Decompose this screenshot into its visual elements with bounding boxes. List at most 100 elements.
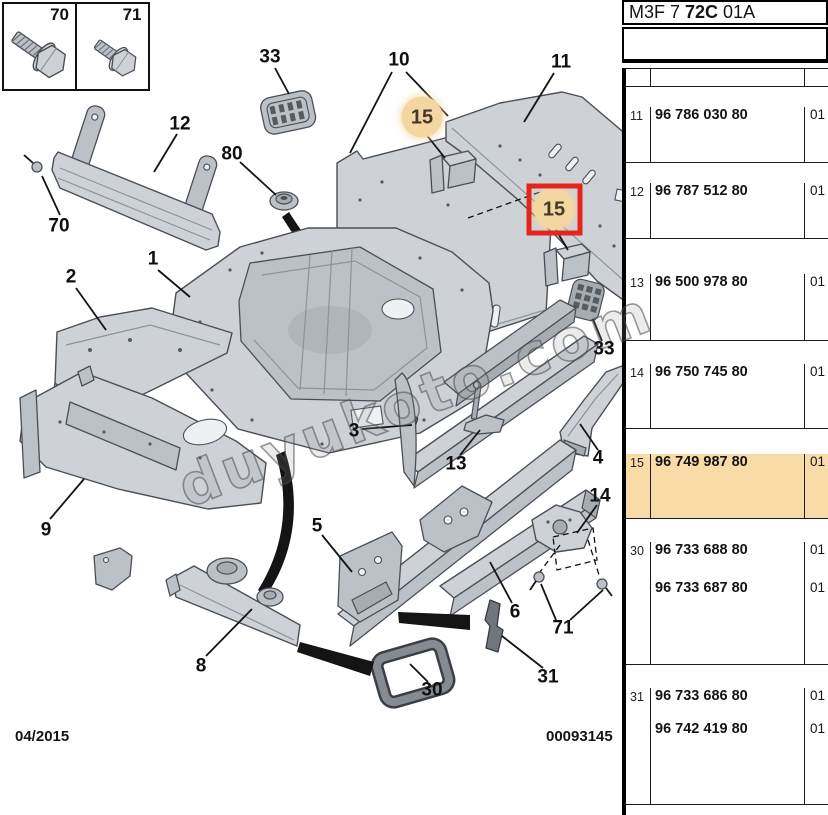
callout-33-top: 33 <box>259 46 281 68</box>
part-30-support-frame <box>370 637 456 709</box>
part-70-bolt-small <box>23 154 43 173</box>
part-line: 96 733 686 80 01 <box>626 688 828 704</box>
legend-label-71: 71 <box>122 5 142 24</box>
date-stamp: 04/2015 <box>15 728 70 745</box>
callout-11: 11 <box>550 51 572 73</box>
part-number[interactable]: 96 749 987 80 <box>655 454 748 470</box>
bolt-71-icon <box>93 39 136 77</box>
part-9-front-panel <box>19 365 267 510</box>
part-33-grommet-top <box>260 90 317 135</box>
callout-5: 5 <box>311 515 323 537</box>
callout-3: 3 <box>348 420 360 442</box>
row-lines: 96 733 688 80 01 96 733 687 80 01 <box>626 542 828 596</box>
callout-15-selected[interactable]: 15 <box>533 188 575 230</box>
callout-13: 13 <box>445 453 467 475</box>
row-ref: 13 <box>630 276 644 290</box>
row-ref: 12 <box>630 185 644 199</box>
row-lines: 96 787 512 80 01 <box>626 183 828 199</box>
part-12-crossmember <box>51 105 221 251</box>
part-qty: 01 <box>810 183 826 198</box>
part-14-bracket <box>531 504 601 579</box>
legend-box-70[interactable]: 70 <box>2 2 77 91</box>
fastener-legend: 70 71 <box>2 2 150 91</box>
exploded-diagram: 70 71 <box>0 0 622 815</box>
parts-table-row-13[interactable]: 13 96 500 978 80 01 <box>626 274 828 341</box>
callout-10: 10 <box>388 49 410 71</box>
part-8-sill-crossmember <box>165 557 301 647</box>
callout-2: 2 <box>65 266 77 288</box>
part-qty: 01 <box>810 580 826 595</box>
part-number[interactable]: 96 786 030 80 <box>655 107 748 123</box>
catalog-code-bold: 72C <box>685 2 719 22</box>
part-80-grommet <box>269 191 299 211</box>
part-71-bolt-left <box>529 571 545 591</box>
part-line: 96 500 978 80 01 <box>626 274 828 290</box>
diagram-drawing <box>19 67 622 709</box>
leader-wedge-30 <box>297 642 374 676</box>
callout-14: 14 <box>589 485 611 507</box>
part-4-bracket <box>559 365 622 457</box>
part-5-side-member <box>337 439 577 647</box>
part-qty: 01 <box>810 721 826 736</box>
part-number[interactable]: 96 733 688 80 <box>655 542 748 558</box>
part-number[interactable]: 96 750 745 80 <box>655 364 748 380</box>
part-qty: 01 <box>810 274 826 289</box>
callout-80: 80 <box>221 143 243 165</box>
row-lines: 96 733 686 80 01 96 742 419 80 01 <box>626 688 828 737</box>
callout-6: 6 <box>509 601 521 623</box>
part-number[interactable]: 96 787 512 80 <box>655 183 748 199</box>
callout-33-right: 33 <box>593 338 615 360</box>
part-qty: 01 <box>810 688 826 703</box>
part-number[interactable]: 96 733 687 80 <box>655 580 748 596</box>
row-ref: 15 <box>630 456 644 470</box>
part-qty: 01 <box>810 542 826 557</box>
part-31-reinforcement-strip <box>484 599 504 653</box>
figure-number: 00093145 <box>546 728 613 745</box>
part-13-bracket <box>463 380 505 435</box>
leader-wedge-31 <box>398 612 470 630</box>
catalog-code-suffix: 01A <box>718 2 756 22</box>
part-number[interactable]: 96 733 686 80 <box>655 688 748 704</box>
parts-table-row-12[interactable]: 12 96 787 512 80 01 <box>626 183 828 239</box>
callout-71: 71 <box>552 617 574 639</box>
part-5-extension-blade <box>394 372 417 487</box>
part-71-bolt-right <box>596 578 613 597</box>
curve-arrow-lower <box>258 451 294 596</box>
part-number[interactable]: 96 742 419 80 <box>655 721 748 737</box>
part-33-grommet-right <box>566 278 605 322</box>
callout-9: 9 <box>40 519 52 541</box>
catalog-code-prefix: M3F 7 <box>629 2 686 22</box>
part-qty: 01 <box>810 364 826 379</box>
part-line: 96 742 419 80 01 <box>626 721 828 737</box>
panel-empty-box <box>622 27 828 63</box>
legend-box-71[interactable]: 71 <box>74 2 150 91</box>
callout-15-upper[interactable]: 15 <box>401 96 443 138</box>
part-9-bracket <box>93 547 133 591</box>
part-line: 96 750 745 80 01 <box>626 364 828 380</box>
callout-30: 30 <box>421 679 443 701</box>
table-header-row <box>626 69 828 87</box>
row-lines: 96 750 745 80 01 <box>626 364 828 380</box>
row-lines: 96 500 978 80 01 <box>626 274 828 290</box>
parts-table-row-14[interactable]: 14 96 750 745 80 01 <box>626 364 828 429</box>
callout-31: 31 <box>537 666 559 688</box>
row-ref: 14 <box>630 366 644 380</box>
callout-12: 12 <box>169 113 191 135</box>
callout-8: 8 <box>195 655 207 677</box>
callout-4: 4 <box>592 447 604 469</box>
part-15-bracket-selected <box>543 243 591 287</box>
part-number[interactable]: 96 500 978 80 <box>655 274 748 290</box>
part-line: 96 733 688 80 01 <box>626 542 828 558</box>
